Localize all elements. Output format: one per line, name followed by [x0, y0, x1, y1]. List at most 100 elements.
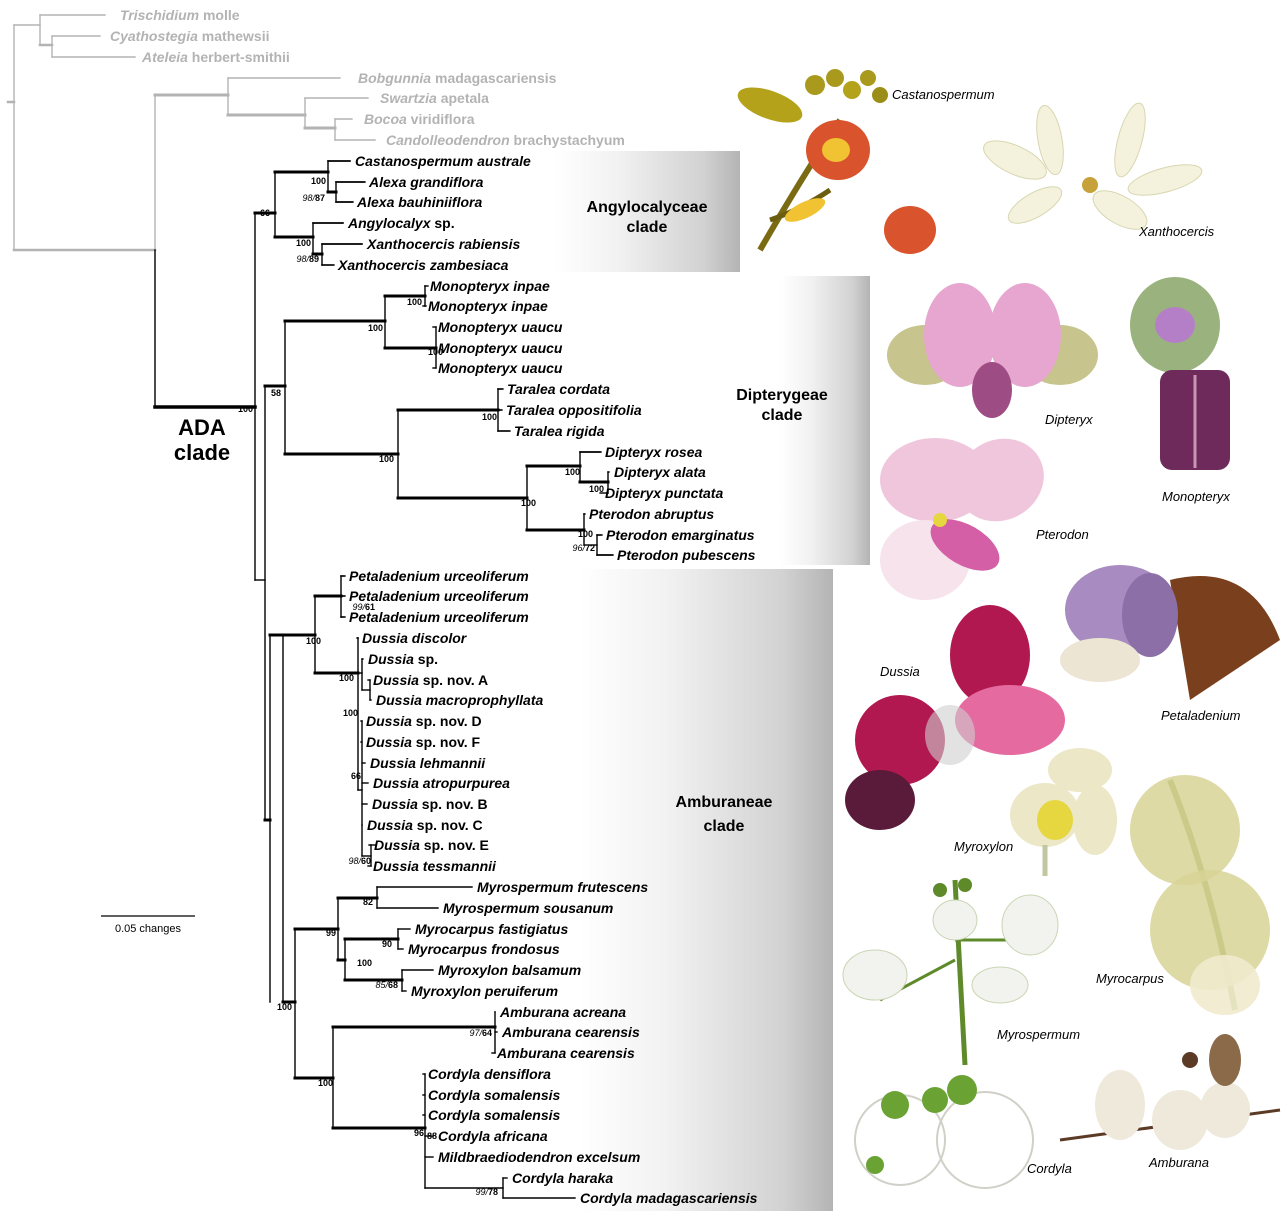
photo-label-petaladenium: Petaladenium	[1161, 708, 1241, 723]
support-value: 98/89	[296, 254, 319, 264]
support-value: 66	[351, 771, 361, 781]
taxon-label: Myrospermum sousanum	[443, 900, 613, 916]
photo-label-monopteryx: Monopteryx	[1162, 489, 1230, 504]
photo-cordyla	[855, 1075, 1033, 1188]
photo-petaladenium	[1060, 565, 1280, 700]
support-value: 100	[379, 454, 394, 464]
taxon-label: Castanospermum australe	[355, 153, 531, 169]
taxon-label: Amburana acreana	[499, 1004, 626, 1020]
taxon-label: Petaladenium urceoliferum	[349, 588, 529, 604]
taxon-label: Dussia sp. nov. D	[366, 713, 482, 729]
amburaneae-clade-label: Amburaneae	[676, 794, 773, 811]
support-value: 100	[521, 498, 536, 508]
photo-pterodon	[880, 423, 1059, 600]
support-value: 100	[368, 323, 383, 333]
taxon-label: Pterodon emarginatus	[606, 527, 755, 543]
support-value: 100	[306, 636, 321, 646]
angylocalyceae-clade-label-2: clade	[627, 219, 668, 236]
photo-label-myroxylon: Myroxylon	[954, 839, 1013, 854]
taxon-label: Dipteryx punctata	[605, 485, 723, 501]
ada-clade-label: ADA	[178, 415, 226, 440]
photo-monopteryx	[1130, 277, 1230, 470]
support-value: 100	[318, 1078, 333, 1088]
taxon-label: Myroxylon balsamum	[438, 962, 581, 978]
taxon-label: Taralea oppositifolia	[506, 402, 642, 418]
support-value: 99/61	[352, 602, 375, 612]
photo-label-pterodon: Pterodon	[1036, 527, 1089, 542]
taxon-label: Monopteryx uaucu	[438, 360, 563, 376]
support-value: 100	[565, 467, 580, 477]
support-value: 100	[578, 529, 593, 539]
taxon-label: Alexa bauhiniiflora	[356, 194, 482, 210]
photo-label-amburana: Amburana	[1148, 1155, 1209, 1170]
support-value: 100	[343, 708, 358, 718]
support-value: 96	[414, 1128, 424, 1138]
outgroup-taxon-label: Bobgunnia madagascariensis	[358, 70, 557, 86]
support-value: 88	[427, 1131, 437, 1141]
ada-clade-label-2: clade	[174, 440, 230, 465]
taxon-label: Dussia sp. nov. C	[367, 817, 483, 833]
taxon-label: Amburana cearensis	[496, 1045, 635, 1061]
dipterygeae-clade-label: Dipterygeae	[736, 387, 828, 404]
support-value: 98/60	[348, 856, 371, 866]
taxon-label: Cordyla somalensis	[428, 1087, 560, 1103]
taxon-label: Angylocalyx sp.	[347, 215, 455, 231]
taxon-label: Cordyla madagascariensis	[580, 1190, 758, 1206]
photo-dipteryx	[887, 283, 1098, 418]
photo-label-myrospermum: Myrospermum	[997, 1027, 1080, 1042]
support-value: 100	[296, 238, 311, 248]
support-value: 100	[482, 412, 497, 422]
photo-amburana	[1060, 1034, 1280, 1150]
support-value: 85/68	[375, 980, 398, 990]
scale-bar-label: 0.05 changes	[115, 923, 182, 935]
support-value: 82	[363, 897, 373, 907]
photo-label-castanospermum: Castanospermum	[892, 87, 995, 102]
support-value: 100	[428, 347, 443, 357]
photo-label-dipteryx: Dipteryx	[1045, 412, 1093, 427]
support-value: 99/78	[475, 1187, 498, 1197]
taxon-label: Cordyla densiflora	[428, 1066, 551, 1082]
support-value: 97/64	[469, 1028, 492, 1038]
taxon-label: Myrospermum frutescens	[477, 879, 648, 895]
taxon-label: Monopteryx inpae	[428, 298, 548, 314]
support-value: 100	[357, 958, 372, 968]
taxon-label: Alexa grandiflora	[368, 174, 484, 190]
support-value: 58	[271, 388, 281, 398]
support-value: 66	[260, 208, 270, 218]
taxon-label: Dussia sp. nov. A	[373, 672, 488, 688]
taxon-label: Myrocarpus fastigiatus	[415, 921, 568, 937]
taxon-label: Cordyla haraka	[512, 1170, 613, 1186]
taxon-label: Taralea cordata	[507, 381, 610, 397]
taxon-label: Dussia discolor	[362, 630, 468, 646]
outgroup-taxon-label: Bocoa viridiflora	[364, 111, 475, 127]
photo-myroxylon	[1010, 748, 1117, 876]
taxon-label: Dussia macroprophyllata	[376, 692, 543, 708]
outgroup-taxon-label: Ateleia herbert-smithii	[141, 49, 290, 65]
photo-label-myrocarpus: Myrocarpus	[1096, 971, 1164, 986]
outgroup-taxon-label: Candolleodendron brachystachyum	[386, 132, 625, 148]
outgroup-taxon-label: Trischidium molle	[120, 7, 240, 23]
taxon-label: Petaladenium urceoliferum	[349, 609, 529, 625]
support-value: 100	[339, 673, 354, 683]
taxon-label: Petaladenium urceoliferum	[349, 568, 529, 584]
support-value: 90	[382, 939, 392, 949]
taxon-label: Monopteryx inpae	[430, 278, 550, 294]
taxon-label: Dussia tessmannii	[373, 858, 497, 874]
taxon-label: Cordyla somalensis	[428, 1107, 560, 1123]
taxon-label: Xanthocercis rabiensis	[366, 236, 521, 252]
taxon-label: Myrocarpus frondosus	[408, 941, 560, 957]
photo-label-cordyla: Cordyla	[1027, 1161, 1072, 1176]
support-value: 100	[277, 1002, 292, 1012]
taxon-label: Dussia sp. nov. F	[366, 734, 481, 750]
outgroup-taxon-label: Cyathostegia mathewsii	[110, 28, 270, 44]
taxon-label: Dussia sp. nov. B	[372, 796, 488, 812]
dipterygeae-clade-label-2: clade	[762, 407, 803, 424]
taxon-label: Dussia sp. nov. E	[374, 837, 489, 853]
outgroup-taxon-label: Swartzia apetala	[380, 90, 489, 106]
taxon-label: Dussia atropurpurea	[373, 775, 510, 791]
taxon-label: Taralea rigida	[514, 423, 605, 439]
photo-label-dussia: Dussia	[880, 664, 920, 679]
support-value: 98/87	[302, 193, 325, 203]
taxon-label: Mildbraediodendron excelsum	[438, 1149, 640, 1165]
